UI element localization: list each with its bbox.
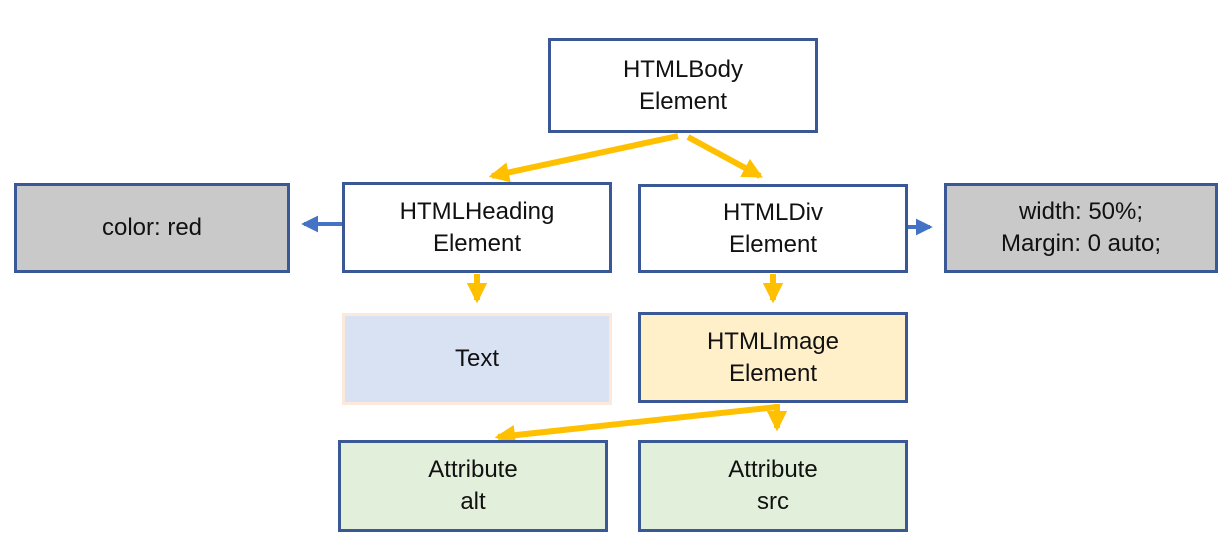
edge-body-to-heading (488, 133, 679, 183)
node-text: Text (342, 313, 612, 405)
node-htmlheading-element: HTMLHeading Element (342, 182, 612, 273)
node-attribute-alt: Attribute alt (338, 440, 608, 532)
node-color-red-note: color: red (14, 183, 290, 273)
edge-image-to-attr-alt (494, 404, 778, 446)
node-label: Element (638, 87, 728, 115)
node-label: HTMLImage (706, 327, 840, 355)
node-label: Text (454, 345, 499, 373)
node-label: HTMLHeading (399, 197, 555, 225)
node-htmldiv-element: HTMLDiv Element (638, 184, 908, 273)
node-htmlimage-element: HTMLImage Element (638, 312, 908, 403)
edge-body-to-div (686, 134, 763, 179)
node-label: Element (728, 230, 818, 258)
node-label: src (757, 488, 789, 515)
node-label: HTMLBody (622, 55, 744, 83)
node-attribute-src: Attribute src (638, 440, 908, 532)
node-label: alt (460, 488, 486, 515)
node-label: Attribute (428, 456, 518, 484)
node-label: HTMLDiv (723, 198, 823, 226)
node-label: Element (432, 229, 522, 257)
node-label: Attribute (728, 456, 818, 484)
node-label: color: red (101, 214, 203, 242)
node-label: Element (728, 359, 818, 387)
node-htmlbody-element: HTMLBody Element (548, 38, 818, 133)
node-width-margin-note: width: 50%; Margin: 0 auto; (944, 183, 1218, 273)
node-label: width: 50%; (1018, 198, 1144, 226)
node-label: Margin: 0 auto; (1000, 230, 1162, 257)
